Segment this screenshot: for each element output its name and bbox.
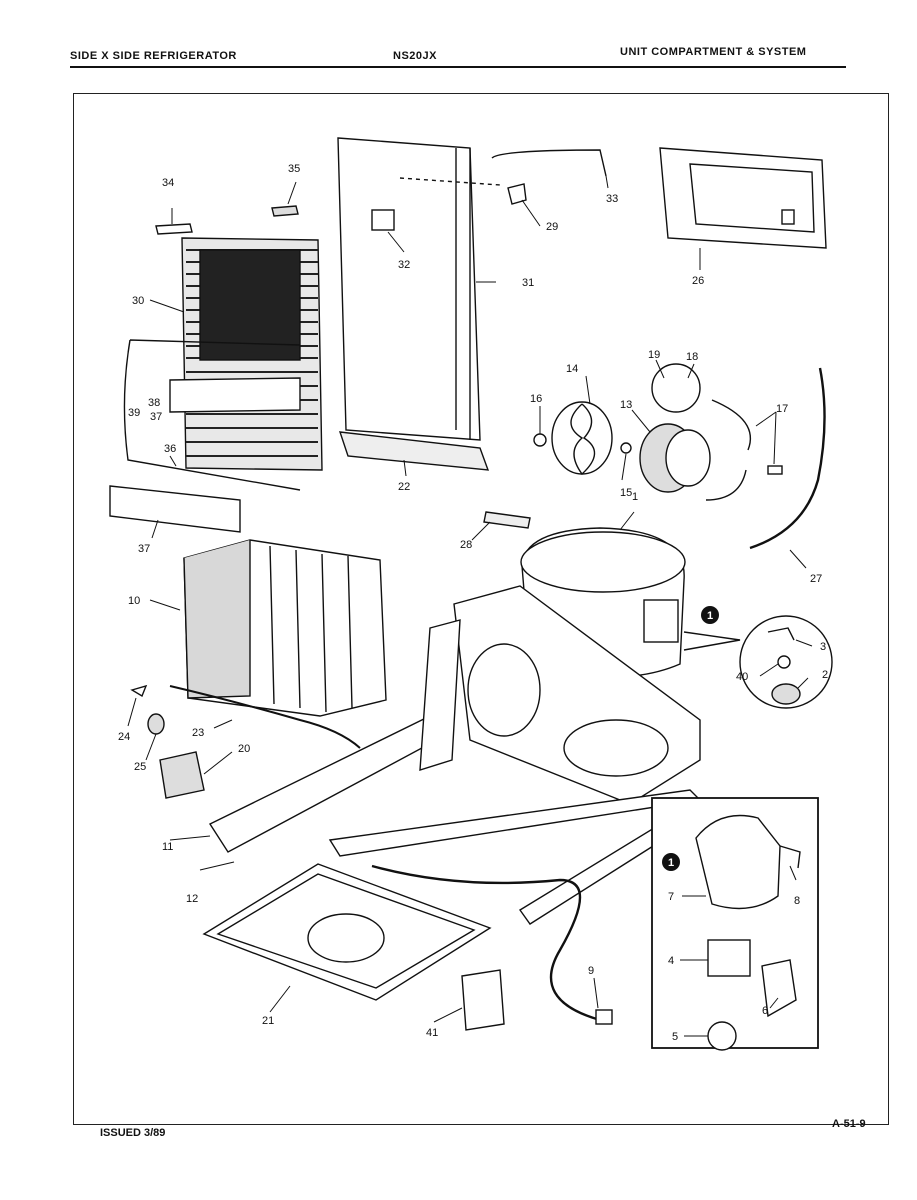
callout-40: 40 <box>736 671 748 683</box>
drain-pan <box>202 863 492 1001</box>
callout-21: 21 <box>262 1015 274 1027</box>
callout-16: 16 <box>530 393 542 405</box>
callout-11: 11 <box>162 841 173 853</box>
drain-tray <box>338 431 490 471</box>
start-relay <box>707 939 751 977</box>
callout-31: 31 <box>522 277 534 289</box>
panel-bracket-32 <box>371 209 395 231</box>
callout-28: 28 <box>460 539 472 551</box>
cover-clip <box>779 845 801 869</box>
diagram-frame <box>73 93 889 1125</box>
callout-20: 20 <box>238 743 250 755</box>
coil-bracket <box>169 377 301 413</box>
callout-25: 25 <box>134 761 146 773</box>
part-25-grommet <box>147 713 165 735</box>
part-24-clip <box>130 684 148 698</box>
callout-14: 14 <box>566 363 578 375</box>
part-29-clip <box>507 183 527 205</box>
tube-23 <box>169 685 361 749</box>
part-35-clip <box>271 205 299 217</box>
callout-8: 8 <box>794 895 800 907</box>
callout-3: 3 <box>820 641 826 653</box>
header-right-title: UNIT COMPARTMENT & SYSTEM <box>620 46 807 58</box>
callout-18: 18 <box>686 351 698 363</box>
header-model: NS20JX <box>393 50 437 62</box>
callout-2: 2 <box>822 669 828 681</box>
callout-27: 27 <box>810 573 822 585</box>
callout-15: 15 <box>620 487 632 499</box>
marker-circle-b <box>662 853 680 871</box>
callout-41: 41 <box>426 1027 438 1039</box>
callout-37b: 37 <box>138 543 150 555</box>
grommet-detail <box>651 363 701 413</box>
callout-23: 23 <box>192 727 204 739</box>
part-34-clip <box>155 223 193 235</box>
overload-protector <box>707 1021 737 1051</box>
marker-label-a: 1 <box>707 610 713 622</box>
callout-26: 26 <box>692 275 704 287</box>
power-cord <box>371 864 601 1022</box>
fan-motor <box>639 423 711 493</box>
part-20-motor <box>159 751 205 799</box>
callout-36: 36 <box>164 443 176 455</box>
callout-32: 32 <box>398 259 410 271</box>
marker-circle-a <box>701 606 719 624</box>
header-rule <box>70 66 846 68</box>
relay-cover <box>695 814 781 910</box>
divider-panel <box>337 137 481 441</box>
callout-19: 19 <box>648 349 660 361</box>
callout-9: 9 <box>588 965 594 977</box>
fan-nut <box>533 433 547 447</box>
lower-bracket <box>109 485 241 533</box>
drier <box>483 511 531 529</box>
capacitor <box>461 969 505 1031</box>
footer-page-code: A-51-9 <box>832 1118 866 1130</box>
condenser-block <box>183 539 387 717</box>
callout-17: 17 <box>776 403 788 415</box>
wire-harness-27 <box>749 367 826 550</box>
footer-issued-date: ISSUED 3/89 <box>100 1127 166 1139</box>
callout-1: 1 <box>632 491 638 503</box>
callout-24: 24 <box>118 731 130 743</box>
fan-washer <box>620 442 632 454</box>
marker-label-b: 1 <box>668 857 674 869</box>
callout-13: 13 <box>620 399 632 411</box>
callout-5: 5 <box>672 1031 678 1043</box>
callout-34: 34 <box>162 177 174 189</box>
callout-29: 29 <box>546 221 558 233</box>
callout-12: 12 <box>186 893 198 905</box>
header-left-title: SIDE X SIDE REFRIGERATOR <box>70 50 237 62</box>
callout-10: 10 <box>128 595 140 607</box>
callout-39: 39 <box>128 407 140 419</box>
callout-35: 35 <box>288 163 300 175</box>
tube-33 <box>491 149 607 177</box>
callout-38: 38 <box>148 397 160 409</box>
compartment-cover <box>659 147 827 249</box>
callout-6: 6 <box>762 1005 768 1017</box>
callout-22: 22 <box>398 481 410 493</box>
callout-37a: 37 <box>150 411 162 423</box>
wire-frame <box>123 339 301 491</box>
relay-bracket <box>761 959 797 1018</box>
motor-bracket <box>705 399 752 501</box>
fan-blade <box>551 401 613 476</box>
callout-30: 30 <box>132 295 144 307</box>
condenser-coil <box>181 237 323 471</box>
callout-7: 7 <box>668 891 674 903</box>
callout-33: 33 <box>606 193 618 205</box>
callout-4: 4 <box>668 955 674 967</box>
